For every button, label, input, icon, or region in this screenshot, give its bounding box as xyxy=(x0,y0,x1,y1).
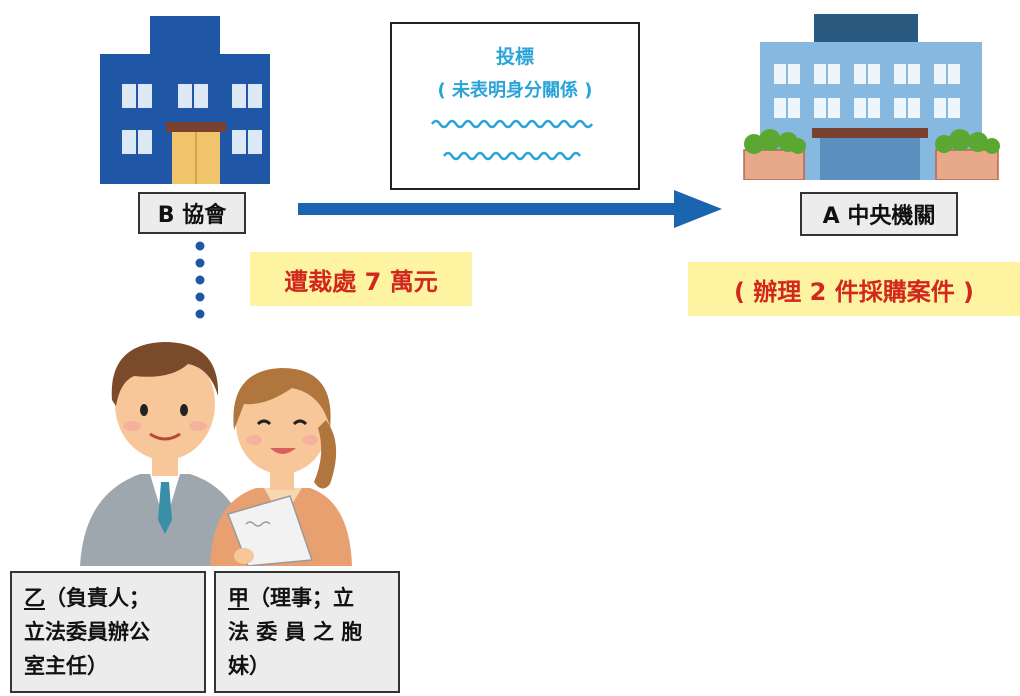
two-people-illustration xyxy=(80,342,352,566)
squiggle-lines xyxy=(430,119,594,161)
association-building-icon xyxy=(100,16,270,184)
person-yi-name: 乙 xyxy=(24,586,45,610)
person-yi-line2: 立法委員辦公 xyxy=(24,620,150,644)
agency-building-icon xyxy=(743,14,1000,180)
person-jia-name: 甲 xyxy=(228,586,249,610)
person-jia-box: 甲（理事；立 法 委 員 之 胞 妹） xyxy=(214,571,400,693)
agency-label: A 中央機關 xyxy=(800,192,958,236)
person-yi-line1: 乙（負責人； xyxy=(24,586,150,610)
penalty-note: 遭裁處 7 萬元 xyxy=(250,252,472,306)
person-jia-line2: 法 委 員 之 胞 xyxy=(228,620,363,644)
association-label: B 協會 xyxy=(138,192,246,234)
dotted-connector xyxy=(195,241,205,319)
bid-document: 投標 ( 未表明身分關係 ) xyxy=(390,22,640,190)
agency-procurement-note: ( 辦理 2 件採購案件 ) xyxy=(688,262,1020,316)
person-jia-line1: 甲（理事；立 xyxy=(228,586,354,610)
bid-subtitle: ( 未表明身分關係 ) xyxy=(437,80,593,101)
submission-arrow xyxy=(298,190,722,228)
person-yi-line3: 室主任） xyxy=(24,654,108,678)
person-yi-box: 乙（負責人； 立法委員辦公 室主任） xyxy=(10,571,206,693)
bid-title: 投標 xyxy=(495,46,534,68)
person-jia-line3: 妹） xyxy=(228,654,270,678)
